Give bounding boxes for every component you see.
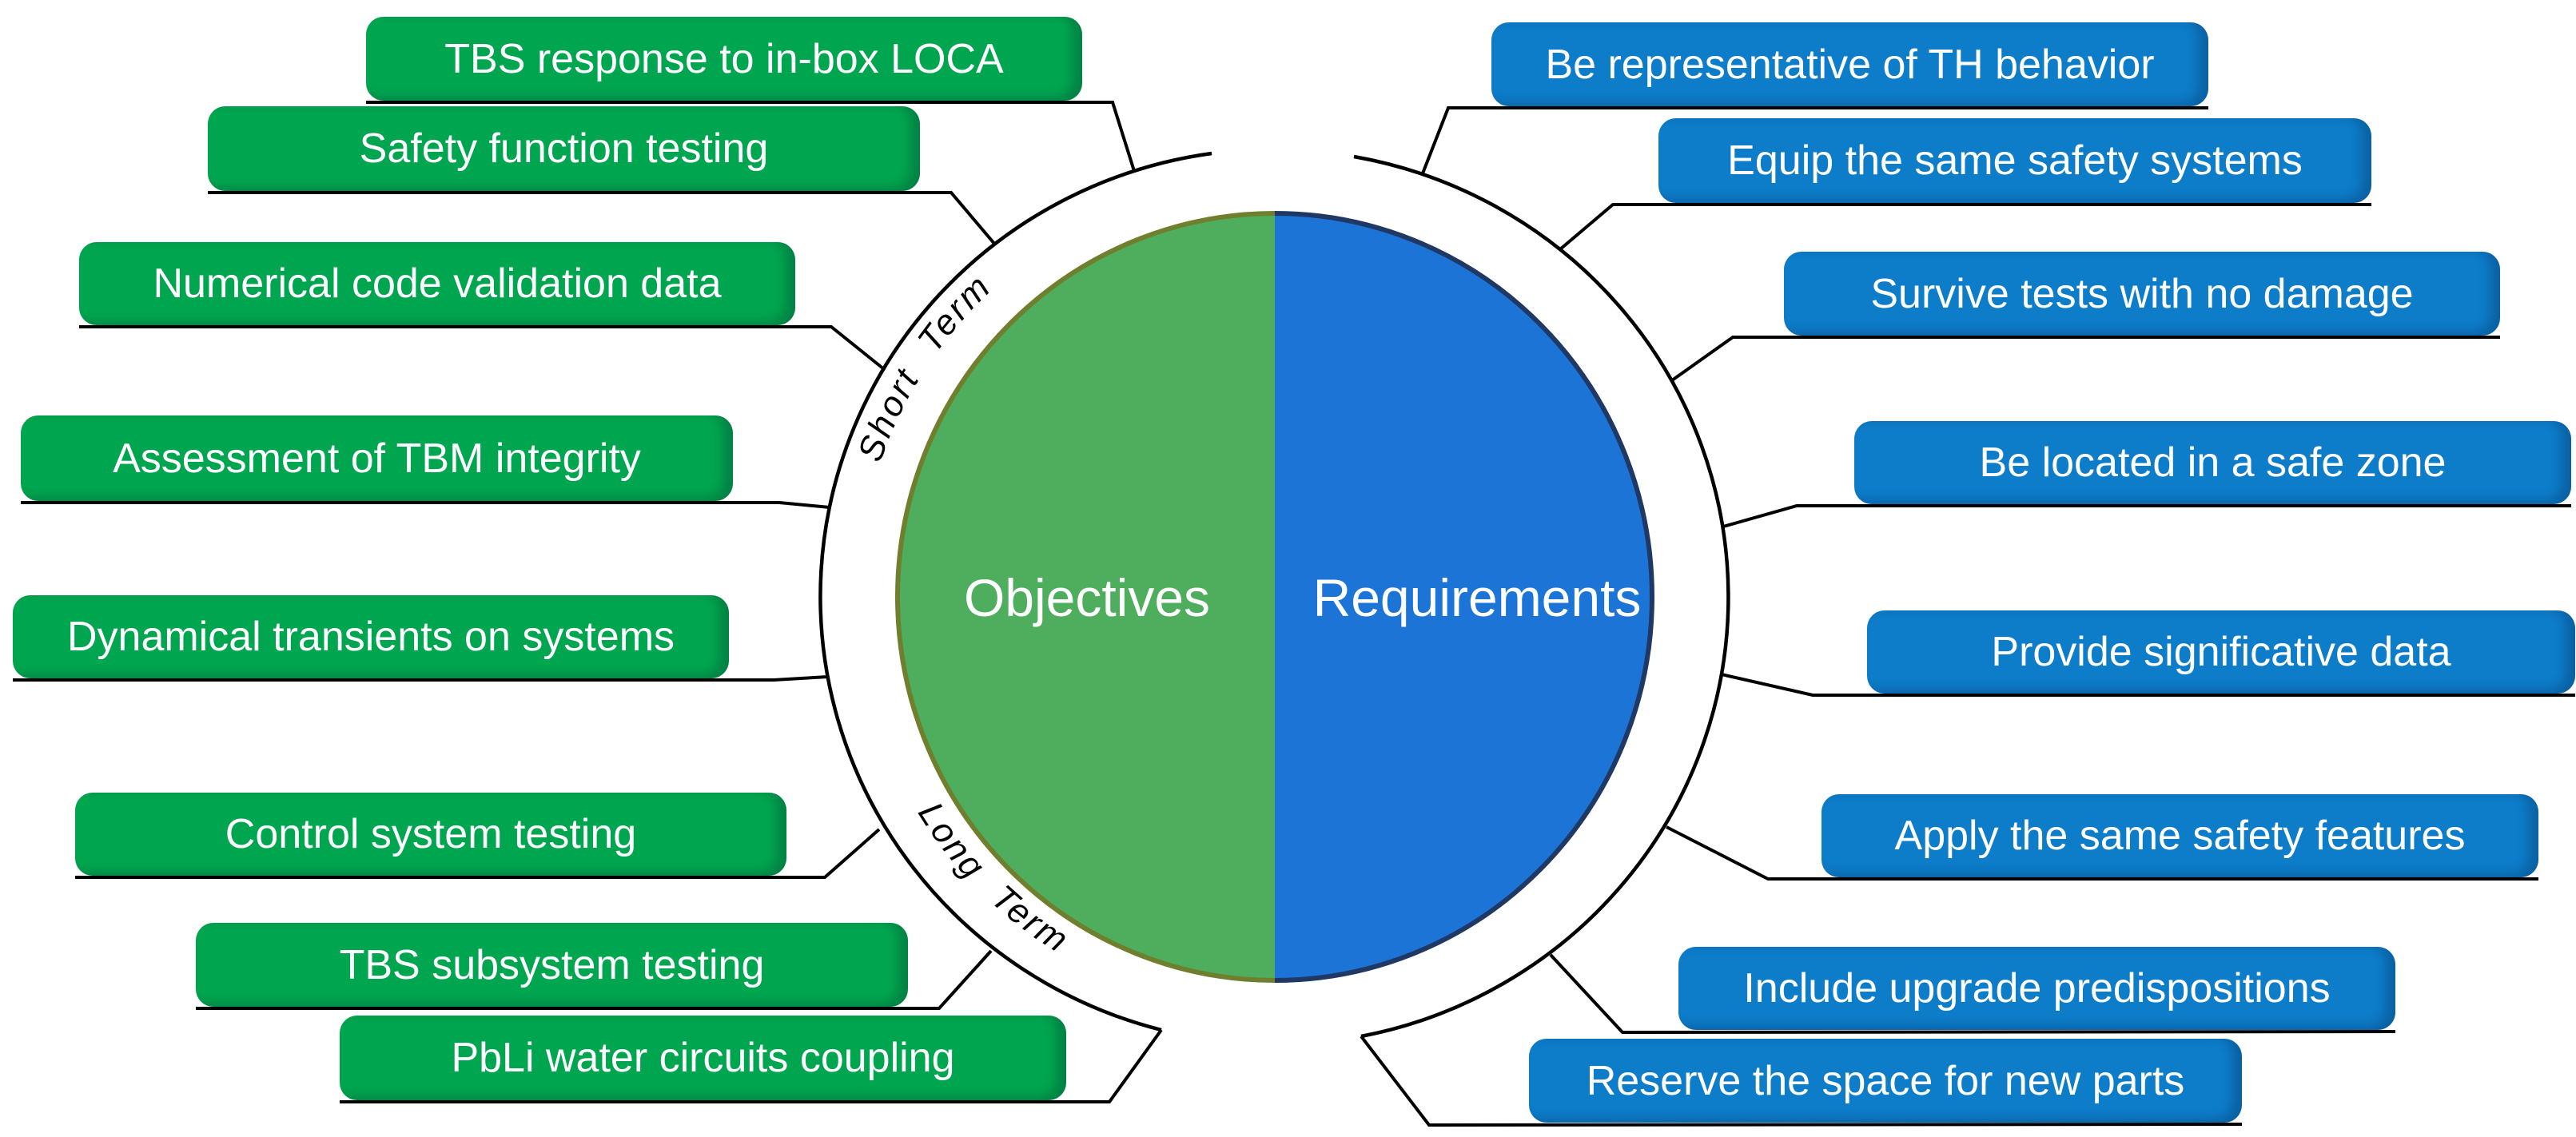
objective-box: Control system testing [75, 793, 786, 876]
requirements-half-outline [1274, 211, 1654, 983]
objective-box: Dynamical transients on systems [13, 595, 729, 678]
connector-line [1421, 106, 2208, 174]
connector-line [13, 675, 829, 682]
requirement-box: Apply the same safety features [1822, 794, 2538, 877]
connector-line [366, 101, 1136, 172]
requirement-box: Be representative of TH behavior [1491, 22, 2208, 106]
requirement-box: Include upgrade predispositions [1678, 947, 2395, 1030]
objectives-half-outline [895, 211, 1276, 983]
requirements-half-circle [1275, 213, 1652, 980]
outer-ring-arc-right [1353, 154, 1730, 1039]
objective-box: TBS subsystem testing [196, 923, 908, 1007]
connector-line [75, 828, 881, 879]
connector-line [79, 325, 886, 371]
requirement-box: Provide significative data [1867, 610, 2575, 694]
connector-line [1721, 673, 2575, 697]
connector-line [1722, 504, 2571, 528]
connector-line [1670, 336, 2500, 382]
requirement-box: Reserve the space for new parts [1529, 1039, 2242, 1123]
objective-box: PbLi water circuits coupling [340, 1016, 1066, 1100]
objectives-half-circle [898, 213, 1275, 980]
requirement-box: Be located in a safe zone [1854, 421, 2571, 504]
objective-box: Safety function testing [208, 106, 920, 191]
requirement-box: Equip the same safety systems [1658, 118, 2371, 203]
connector-line [196, 949, 993, 1010]
objective-box: Numerical code validation data [79, 242, 795, 325]
connector-line [1559, 203, 2371, 251]
requirement-box: Survive tests with no damage [1784, 252, 2500, 336]
connector-line [1549, 953, 2396, 1035]
connector-line [208, 191, 997, 246]
connector-line [1666, 825, 2538, 881]
connector-line [1360, 1035, 2243, 1127]
connector-line [340, 1028, 1163, 1103]
objective-box: TBS response to in-box LOCA [366, 17, 1082, 101]
objective-box: Assessment of TBM integrity [21, 415, 733, 501]
outer-ring-arc-left [818, 151, 1212, 1032]
connector-line [21, 501, 830, 509]
requirements-label: Requirements [1313, 568, 1642, 627]
objectives-label: Objectives [964, 568, 1210, 627]
